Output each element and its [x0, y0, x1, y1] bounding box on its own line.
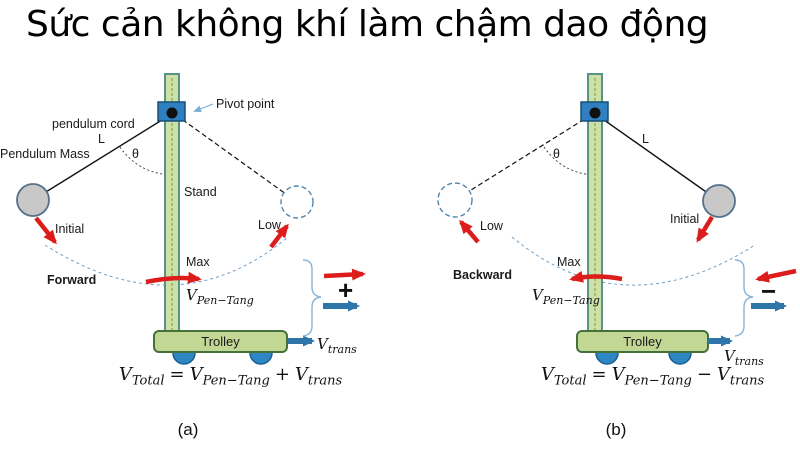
theta-label: θ	[132, 147, 139, 161]
page-title: Sức cản không khí làm chậm dao động	[26, 4, 709, 45]
operator-sign: +	[274, 364, 290, 385]
low-position-circle	[280, 185, 314, 219]
cord-length-label: L	[642, 132, 649, 146]
formula-subscript: trans	[307, 373, 343, 389]
equals-sign: =	[169, 364, 185, 385]
v-symbol: V	[532, 286, 543, 304]
swing-arc	[511, 236, 756, 286]
direction-label: Backward	[453, 268, 513, 282]
v-symbol: V	[317, 335, 328, 353]
pendulum-mass-ball	[16, 183, 50, 217]
pendulum-cord-line	[32, 114, 171, 201]
v-subscript: Pen−Tang	[542, 294, 600, 307]
pivot-pointer-arrow	[193, 103, 214, 113]
formula-term: V	[540, 364, 554, 385]
plus-sign: +	[338, 275, 354, 305]
low-velocity-arrow	[459, 219, 480, 244]
brace-red-arrow	[323, 268, 366, 281]
pivot-point-label: Pivot point	[216, 97, 275, 111]
caption-b: (b)	[605, 420, 627, 439]
velocity-formula-b: VTotal=VPen−Tang−Vtrans	[530, 364, 775, 389]
v-symbol: V	[186, 286, 197, 304]
v-subscript: trans	[734, 355, 764, 368]
sum-brace	[734, 259, 754, 337]
low-velocity-arrow	[269, 223, 289, 249]
trolley-label: Trolley	[623, 334, 662, 349]
v-pen-tang-label: VPen−Tang	[186, 286, 254, 307]
v-subscript: trans	[327, 343, 357, 356]
v-pen-tang-label: VPen−Tang	[532, 286, 600, 307]
pivot-dot	[166, 107, 178, 119]
pivot-dot	[589, 107, 601, 119]
v-subscript: Pen−Tang	[196, 294, 254, 307]
caption-a: (a)	[177, 420, 199, 439]
direction-label: Forward	[47, 273, 97, 287]
minus-sign: −	[761, 276, 777, 306]
trolley-label: Trolley	[201, 334, 240, 349]
pendulum-mass-ball	[702, 184, 736, 218]
low-label: Low	[258, 218, 281, 232]
diagram-b-graphics	[437, 73, 797, 365]
velocity-formula-a: VTotal=VPen−Tang+Vtrans	[108, 364, 353, 389]
max-label: Max	[186, 255, 210, 269]
theta-arc	[543, 146, 595, 176]
initial-label: Initial	[670, 212, 700, 226]
stand-label: Stand	[184, 185, 217, 199]
max-velocity-arrow	[569, 270, 623, 283]
v-trans-label: Vtrans	[317, 335, 357, 356]
formula-subscript: Total	[553, 373, 587, 389]
equals-sign: =	[591, 364, 607, 385]
formula-term: V	[716, 364, 730, 385]
max-label: Max	[557, 255, 581, 269]
formula-term: V	[611, 364, 625, 385]
low-label: Low	[480, 219, 503, 233]
formula-subscript: Pen−Tang	[202, 373, 270, 389]
pendulum-mass-label: Pendulum Mass	[0, 147, 90, 161]
initial-velocity-arrow	[696, 215, 714, 243]
v-symbol: V	[724, 347, 735, 365]
pendulum-cord-label: pendulum cord	[52, 117, 135, 131]
pendulum-cord-line	[596, 114, 720, 202]
brace-red-arrow	[755, 268, 797, 283]
pendulum-cord-dashed	[454, 114, 592, 201]
formula-subscript: Pen−Tang	[624, 373, 692, 389]
low-position-circle	[437, 182, 473, 218]
sum-brace	[302, 259, 322, 337]
initial-label: Initial	[55, 222, 85, 236]
formula-term: V	[118, 364, 132, 385]
theta-arc	[119, 146, 172, 176]
diagram-a: Pivot point pendulum cord L θ Stand Pend…	[0, 70, 400, 450]
pendulum-cord-dashed	[175, 114, 298, 203]
trolley-body	[153, 330, 288, 353]
formula-term: V	[189, 364, 203, 385]
formula-subscript: trans	[729, 373, 765, 389]
formula-subscript: Total	[131, 373, 165, 389]
cord-length-label: L	[98, 132, 105, 146]
formula-term: V	[294, 364, 308, 385]
v-trans-label: Vtrans	[724, 347, 764, 368]
diagram-b: L θ Initial Low Backward Max VPen−Tang −…	[400, 70, 800, 450]
diagram-a-graphics	[16, 73, 366, 365]
initial-velocity-arrow	[34, 216, 57, 245]
theta-label: θ	[553, 147, 560, 161]
operator-sign: −	[696, 364, 712, 385]
max-velocity-arrow	[145, 271, 202, 285]
